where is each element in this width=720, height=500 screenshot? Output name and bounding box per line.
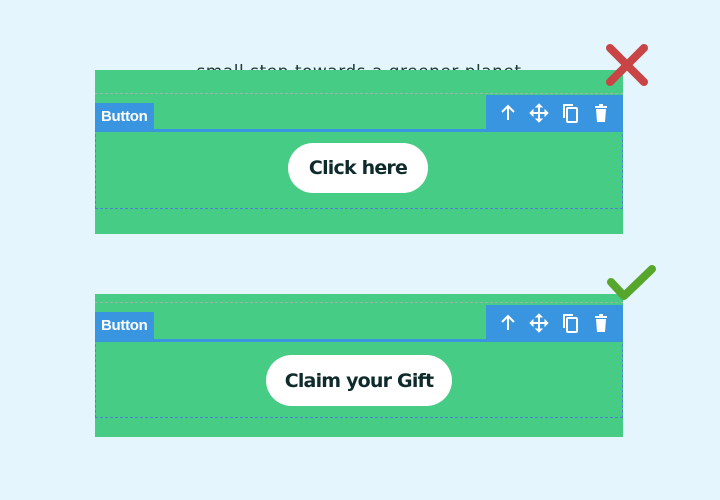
move-up-icon[interactable]	[496, 311, 520, 335]
x-mark-icon	[604, 42, 650, 92]
block-type-label: Button	[95, 103, 154, 131]
duplicate-icon[interactable]	[558, 101, 582, 125]
selected-button-block[interactable]: Click here	[95, 129, 623, 209]
section-dashed-border	[95, 93, 623, 94]
delete-icon[interactable]	[589, 311, 613, 335]
section-dashed-border	[95, 302, 623, 303]
delete-icon[interactable]	[589, 101, 613, 125]
block-toolbar	[486, 305, 623, 341]
selected-button-block[interactable]: Claim your Gift	[95, 339, 623, 418]
cta-button[interactable]: Claim your Gift	[266, 355, 452, 406]
move-up-icon[interactable]	[496, 101, 520, 125]
incorrect-example-panel: small step towards a greener planet Butt…	[95, 62, 623, 234]
cta-button[interactable]: Click here	[288, 143, 428, 193]
block-toolbar	[486, 95, 623, 131]
check-mark-icon	[606, 264, 658, 308]
drag-move-icon[interactable]	[527, 311, 551, 335]
block-type-label: Button	[95, 312, 154, 340]
duplicate-icon[interactable]	[558, 311, 582, 335]
drag-move-icon[interactable]	[527, 101, 551, 125]
cut-off-heading-text: small step towards a greener planet	[95, 62, 623, 70]
correct-example-panel: Button Claim your Gift	[95, 294, 623, 437]
